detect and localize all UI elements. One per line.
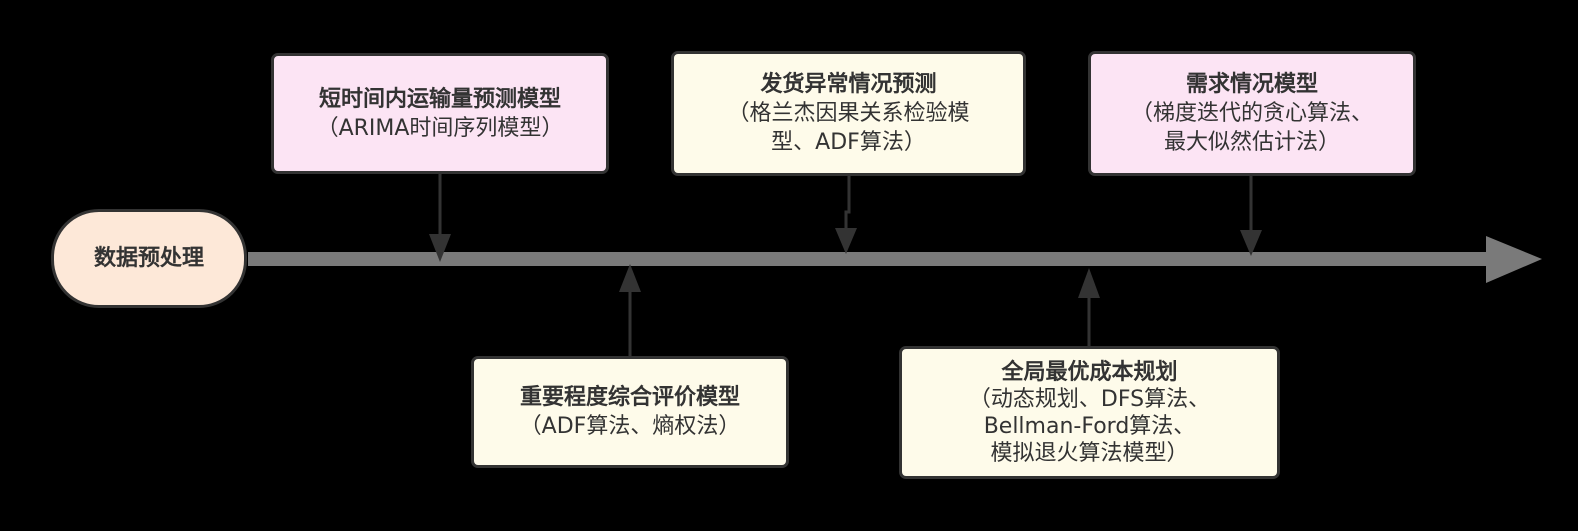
node-demand-detail-1: （梯度迭代的贪心算法、 (1130, 101, 1373, 126)
node-shipping-anomaly-detail-1: （格兰杰因果关系检验模 (727, 101, 970, 126)
arrowhead-shipping-anomaly (835, 228, 857, 254)
node-global-cost-title: 全局最优成本规划 (1001, 359, 1178, 385)
arrowhead-importance (619, 264, 641, 292)
node-demand: 需求情况模型 （梯度迭代的贪心算法、 最大似然估计法） (1088, 51, 1416, 176)
node-importance-detail: （ADF算法、熵权法） (519, 414, 741, 439)
node-importance: 重要程度综合评价模型 （ADF算法、熵权法） (471, 356, 789, 468)
node-demand-detail-2: 最大似然估计法） (1163, 130, 1340, 155)
timeline-arrowhead (1486, 236, 1542, 283)
node-shipping-anomaly-title: 发货异常情况预测 (760, 72, 937, 97)
node-short-term-title: 短时间内运输量预测模型 (318, 86, 561, 112)
node-global-cost: 全局最优成本规划 （动态规划、DFS算法、 Bellman-Ford算法、 模拟… (899, 346, 1280, 479)
arrowhead-demand (1240, 230, 1262, 256)
node-global-cost-detail-3: 模拟退火算法模型） (990, 440, 1189, 466)
start-node-label: 数据预处理 (93, 246, 204, 271)
node-global-cost-detail-2: Bellman-Ford算法、 (983, 413, 1196, 439)
arrowhead-short-term (429, 234, 451, 262)
timeline-bar (248, 252, 1493, 266)
node-short-term: 短时间内运输量预测模型 （ARIMA时间序列模型） (271, 53, 609, 174)
node-global-cost-detail-1: （动态规划、DFS算法、 (968, 386, 1211, 412)
node-shipping-anomaly: 发货异常情况预测 （格兰杰因果关系检验模 型、ADF算法） (671, 51, 1026, 176)
node-short-term-detail: （ARIMA时间序列模型） (316, 115, 564, 141)
node-shipping-anomaly-detail-2: 型、ADF算法） (771, 130, 926, 155)
arrowhead-global-cost (1078, 268, 1100, 298)
node-demand-title: 需求情况模型 (1185, 72, 1318, 97)
node-importance-title: 重要程度综合评价模型 (519, 385, 740, 410)
start-node: 数据预处理 (51, 209, 247, 308)
connector-shipping-anomaly (844, 176, 851, 230)
